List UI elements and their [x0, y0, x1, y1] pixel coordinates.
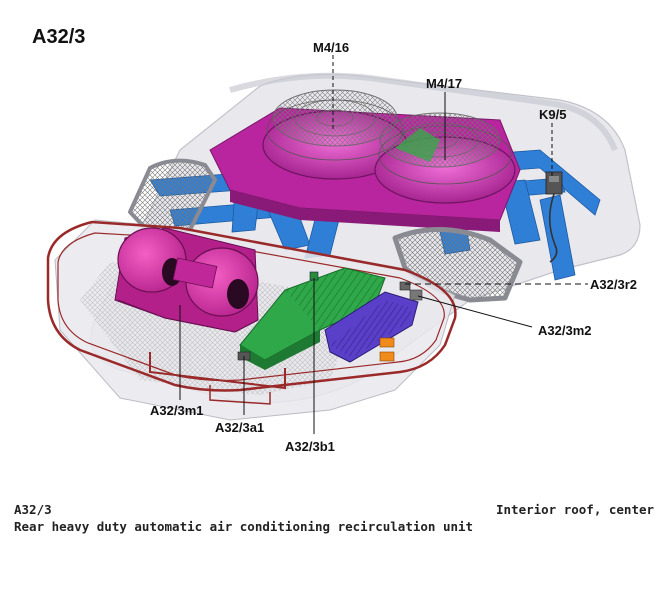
callout-a32-3r2: A32/3r2 — [590, 277, 637, 292]
caption-description: Rear heavy duty automatic air conditioni… — [14, 519, 474, 534]
potentiometer-r2 — [399, 281, 411, 291]
callout-a32-3a1: A32/3a1 — [215, 420, 265, 435]
evaporator-core — [239, 267, 386, 370]
callout-a32-3b1: A32/3b1 — [285, 439, 335, 454]
caption-location: Interior roof, center — [496, 502, 655, 517]
callout-a32-3m1: A32/3m1 — [150, 403, 204, 418]
servo-m2 — [409, 289, 423, 301]
relay-k9-5 — [545, 171, 563, 263]
heater-core — [324, 291, 419, 363]
callout-m4-16: M4/16 — [313, 40, 350, 55]
duct-ring — [46, 220, 457, 405]
caption-code: A32/3 — [14, 502, 52, 517]
blower-motor-m1 — [114, 227, 259, 333]
left-air-filter — [128, 158, 217, 232]
callout-a32-3m2: A32/3m2 — [538, 323, 592, 338]
callout-m4-17: M4/17 — [426, 76, 463, 91]
page-title: A32/3 — [32, 26, 86, 48]
callout-k9-5: K9/5 — [539, 107, 567, 122]
leader-lines — [179, 55, 588, 434]
fan-m4-16 — [262, 89, 408, 180]
fan-grille-green — [395, 128, 440, 162]
connector-boxes — [379, 337, 395, 362]
